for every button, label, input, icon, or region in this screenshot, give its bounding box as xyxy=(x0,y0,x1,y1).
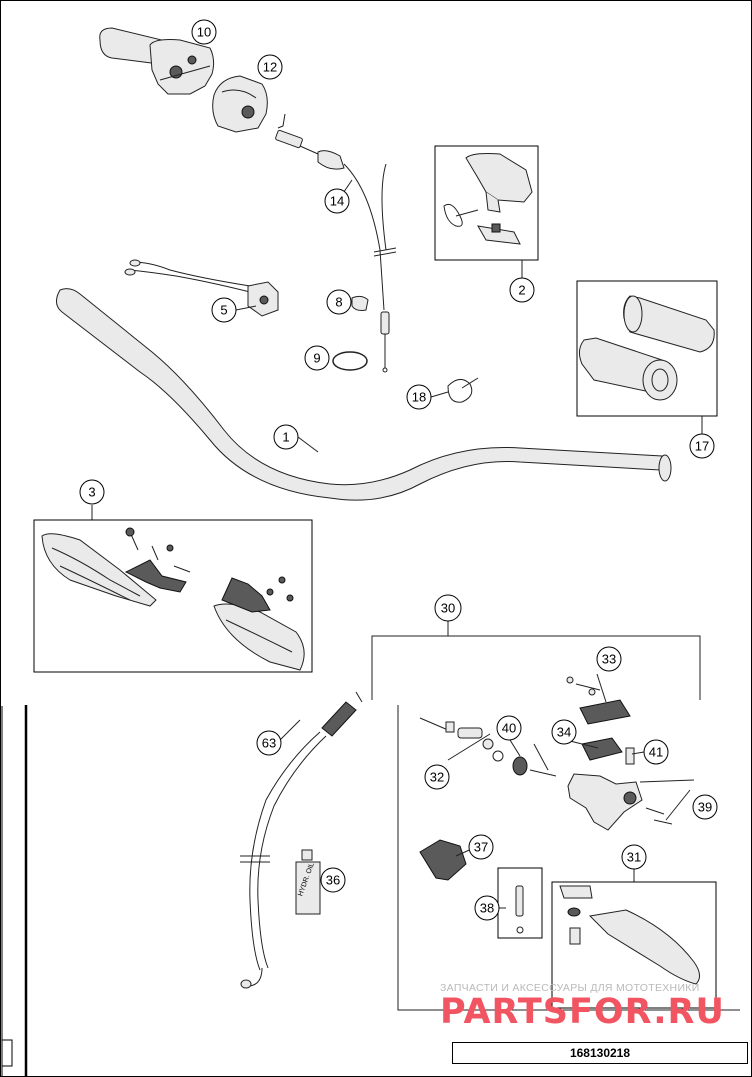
clutch-lever-box xyxy=(551,868,717,1009)
callout-30: 30 xyxy=(434,594,462,622)
handguard-left xyxy=(41,533,187,607)
callout-2: 2 xyxy=(509,277,535,303)
callout-33: 33 xyxy=(596,646,622,672)
callout-5: 5 xyxy=(211,297,237,323)
handlebar xyxy=(56,288,672,501)
svg-text:36: 36 xyxy=(326,873,340,888)
svg-text:8: 8 xyxy=(335,295,342,310)
callout-9: 9 xyxy=(304,345,330,371)
callout-36: 36 xyxy=(320,867,346,893)
cable-clip xyxy=(351,295,369,311)
svg-text:63: 63 xyxy=(262,736,276,751)
svg-text:10: 10 xyxy=(197,25,211,40)
callout-1: 1 xyxy=(273,424,299,450)
throttle-cover xyxy=(212,75,268,133)
grips xyxy=(578,295,715,401)
throttle-cable xyxy=(275,113,397,373)
callout-31: 31 xyxy=(621,844,647,870)
handguard-frame xyxy=(33,519,313,673)
svg-text:37: 37 xyxy=(474,840,488,855)
lower-left-tab xyxy=(1,1039,13,1067)
clutch-pivot-bolt xyxy=(497,867,543,939)
callout-14: 14 xyxy=(324,188,350,214)
svg-text:1: 1 xyxy=(282,430,289,445)
clutch-bleed-screws xyxy=(645,807,673,825)
watermark-tagline: ЗАПЧАСТИ И АКСЕССУАРЫ ДЛЯ МОТОТЕХНИКИ xyxy=(440,982,700,994)
handguard-right xyxy=(213,576,305,671)
callout-38: 38 xyxy=(474,895,500,921)
callout-12: 12 xyxy=(257,54,283,80)
kill-switch-frame xyxy=(434,145,539,261)
throttle-grip-assembly xyxy=(99,27,215,95)
callout-18: 18 xyxy=(406,384,432,410)
svg-text:33: 33 xyxy=(602,652,616,667)
cable-tie xyxy=(447,377,479,403)
watermark-brand: PARTSFOR.RU xyxy=(440,992,725,1032)
svg-text:2: 2 xyxy=(518,283,525,298)
callout-39: 39 xyxy=(692,794,718,820)
callout-labels: 10 12 14 2 5 8 9 18 1 17 3 30 33 40 34 4… xyxy=(79,19,718,921)
svg-text:3: 3 xyxy=(88,485,95,500)
clutch-master-cylinder xyxy=(567,747,643,831)
svg-text:31: 31 xyxy=(627,850,641,865)
svg-text:39: 39 xyxy=(698,800,712,815)
svg-text:30: 30 xyxy=(441,601,455,616)
svg-text:41: 41 xyxy=(649,745,663,760)
svg-text:5: 5 xyxy=(220,303,227,318)
clutch-reservoir-cap xyxy=(566,676,631,725)
hydraulic-oil-bottle: HYDR. OIL xyxy=(295,849,321,915)
callout-41: 41 xyxy=(643,739,669,765)
grips-frame xyxy=(576,280,718,417)
callout-17: 17 xyxy=(689,433,715,459)
clutch-rod xyxy=(512,756,557,777)
svg-text:34: 34 xyxy=(557,725,571,740)
callout-37: 37 xyxy=(468,834,494,860)
callout-34: 34 xyxy=(551,719,577,745)
callout-32: 32 xyxy=(424,764,450,790)
svg-text:38: 38 xyxy=(480,901,494,916)
svg-text:9: 9 xyxy=(313,351,320,366)
clutch-diaphragm xyxy=(581,737,623,761)
svg-text:18: 18 xyxy=(412,390,426,405)
callout-10: 10 xyxy=(191,19,217,45)
start-button-switch xyxy=(124,259,279,317)
callout-63: 63 xyxy=(256,730,282,756)
callout-3: 3 xyxy=(79,479,105,505)
clutch-piston-kit xyxy=(419,717,504,762)
drawing-number-box: 168130218 xyxy=(452,1042,748,1064)
kill-switch xyxy=(443,153,533,245)
handguard-hardware xyxy=(125,527,191,573)
clutch-clamp xyxy=(419,839,467,881)
svg-text:14: 14 xyxy=(330,194,344,209)
callout-8: 8 xyxy=(326,289,352,315)
clutch-hose xyxy=(240,691,363,989)
clutch-group-frame xyxy=(371,621,740,1011)
callout-40: 40 xyxy=(496,715,522,741)
svg-text:40: 40 xyxy=(502,721,516,736)
svg-text:17: 17 xyxy=(695,439,709,454)
svg-text:12: 12 xyxy=(263,60,277,75)
svg-text:32: 32 xyxy=(430,770,444,785)
o-ring xyxy=(332,351,368,371)
